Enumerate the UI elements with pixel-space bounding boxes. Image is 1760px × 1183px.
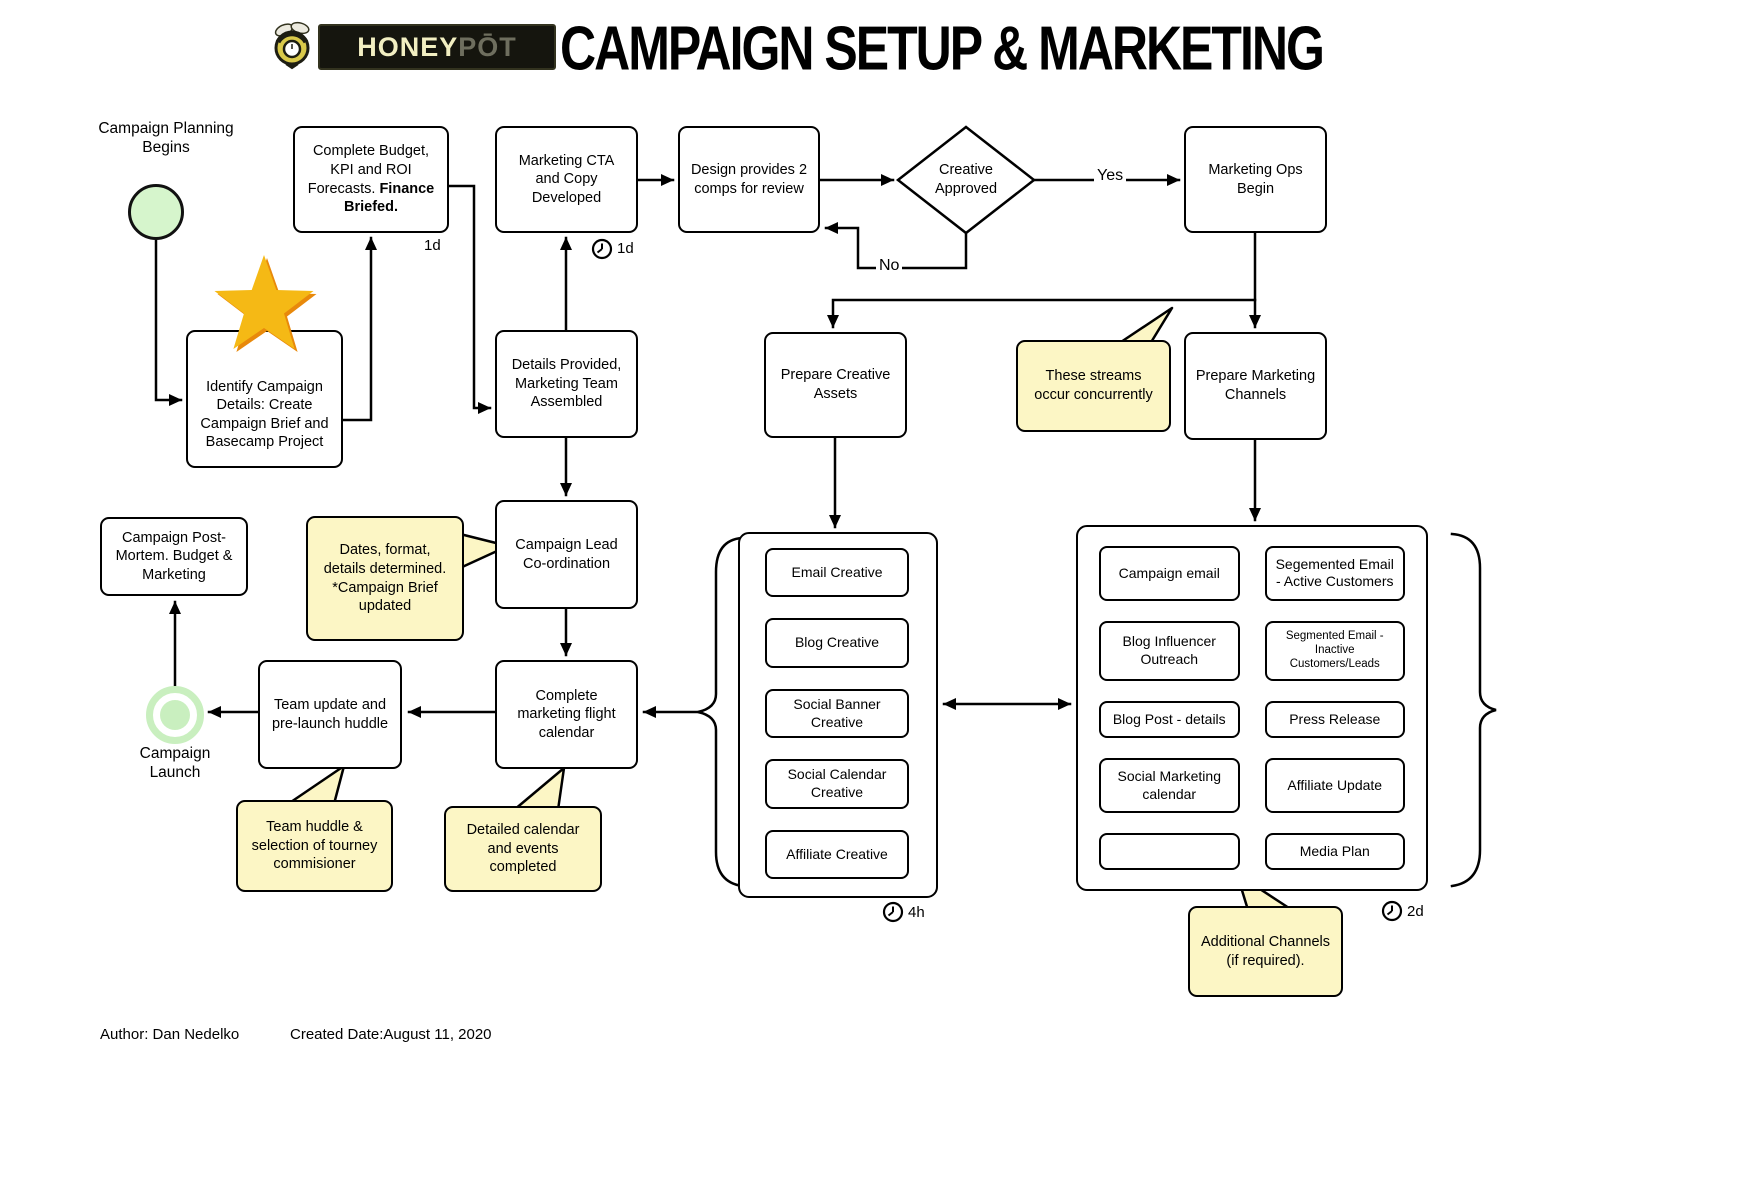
campaign-lead-box: Campaign Lead Co-ordination bbox=[495, 500, 638, 609]
identify-box: Identify Campaign Details: Create Campai… bbox=[186, 330, 343, 468]
created-date-label: Created Date:August 11, 2020 bbox=[290, 1026, 492, 1043]
prepare-creative-box: Prepare Creative Assets bbox=[764, 332, 907, 438]
budget-text: Complete Budget, KPI and ROI Forecasts. bbox=[307, 143, 430, 197]
budget-box: Complete Budget, KPI and ROI Forecasts. … bbox=[293, 126, 449, 233]
end-node bbox=[146, 686, 204, 744]
edge-decision-no bbox=[824, 222, 968, 270]
channel-item: Social Marketing calendar bbox=[1099, 758, 1240, 813]
edge-budget-to-details bbox=[447, 184, 492, 414]
creative-duration-label: 4h bbox=[908, 904, 925, 921]
channel-item: Media Plan bbox=[1264, 832, 1405, 870]
clock-icon bbox=[591, 238, 1403, 923]
left-curly-brace bbox=[697, 536, 744, 888]
dates-callout: Dates, format, details determined. *Camp… bbox=[306, 516, 464, 641]
star-icon bbox=[214, 255, 314, 349]
details-box: Details Provided, Marketing Team Assembl… bbox=[495, 330, 638, 438]
huddle-callout: Team huddle & selection of tourney commi… bbox=[236, 800, 393, 892]
creative-item: Social Banner Creative bbox=[765, 688, 909, 739]
creative-item: Blog Creative bbox=[765, 618, 909, 668]
marketing-ops-box: Marketing Ops Begin bbox=[1184, 126, 1327, 233]
decision-label: Creative Approved bbox=[934, 162, 998, 197]
budget-duration-label: 1d bbox=[424, 237, 441, 254]
channel-item: Press Release bbox=[1264, 701, 1405, 739]
decision-diamond-shape bbox=[895, 125, 1037, 235]
yes-label: Yes bbox=[1094, 168, 1127, 184]
channel-item: Blog Post - details bbox=[1099, 701, 1240, 739]
campaign-launch-label: Campaign Launch bbox=[139, 745, 211, 782]
page-title: CAMPAIGN SETUP & MARKETING bbox=[560, 13, 1325, 84]
edge-identify-to-budget bbox=[341, 236, 377, 422]
creative-item: Email Creative bbox=[765, 548, 909, 598]
cta-box: Marketing CTA and Copy Developed bbox=[495, 126, 638, 233]
flight-calendar-box: Complete marketing flight calendar bbox=[495, 660, 638, 769]
calendar-callout-tail bbox=[512, 766, 566, 812]
postmortem-box: Campaign Post-Mortem. Budget & Marketing bbox=[100, 517, 248, 596]
marketing-channels-group: Campaign email Segemented Email - Active… bbox=[1076, 525, 1428, 891]
channel-item: Segemented Email - Active Customers bbox=[1264, 546, 1405, 601]
author-label: Author: Dan Nedelko bbox=[100, 1026, 240, 1043]
channel-item: Affiliate Update bbox=[1264, 758, 1405, 813]
no-label: No bbox=[876, 258, 903, 274]
planning-begins-label: Campaign Planning Begins bbox=[98, 120, 234, 157]
additional-channels-callout: Additional Channels (if required). bbox=[1188, 906, 1343, 997]
logo-text-secondary: PŌT bbox=[458, 31, 517, 62]
cta-duration-label: 1d bbox=[617, 240, 634, 257]
edge-ops-branch-left bbox=[827, 231, 1257, 329]
design-box: Design provides 2 comps for review bbox=[678, 126, 820, 233]
huddle-callout-tail bbox=[286, 764, 346, 806]
logo-text-primary: HONEY bbox=[357, 31, 459, 62]
edge-start-to-identify bbox=[154, 238, 183, 406]
right-curly-brace bbox=[1450, 532, 1497, 888]
channel-item: Segmented Email - Inactive Customers/Lea… bbox=[1264, 620, 1405, 682]
channel-item-empty bbox=[1099, 832, 1240, 870]
creative-assets-group: Email Creative Blog Creative Social Bann… bbox=[738, 532, 938, 898]
concurrent-callout: These streams occur concurrently bbox=[1016, 340, 1171, 432]
creative-item: Social Calendar Creative bbox=[765, 759, 909, 809]
channel-item: Campaign email bbox=[1099, 546, 1240, 601]
channel-item: Blog Influencer Outreach bbox=[1099, 620, 1240, 682]
concurrent-callout-tail bbox=[1116, 306, 1174, 346]
team-update-box: Team update and pre-launch huddle bbox=[258, 660, 402, 769]
prepare-channels-box: Prepare Marketing Channels bbox=[1184, 332, 1327, 440]
budget-text-bold: Finance Briefed. bbox=[344, 180, 435, 216]
start-node bbox=[128, 184, 184, 240]
channels-duration-label: 2d bbox=[1407, 903, 1424, 920]
bee-icon bbox=[274, 21, 310, 70]
creative-item: Affiliate Creative bbox=[765, 829, 909, 880]
calendar-done-callout: Detailed calendar and events completed bbox=[444, 806, 602, 892]
